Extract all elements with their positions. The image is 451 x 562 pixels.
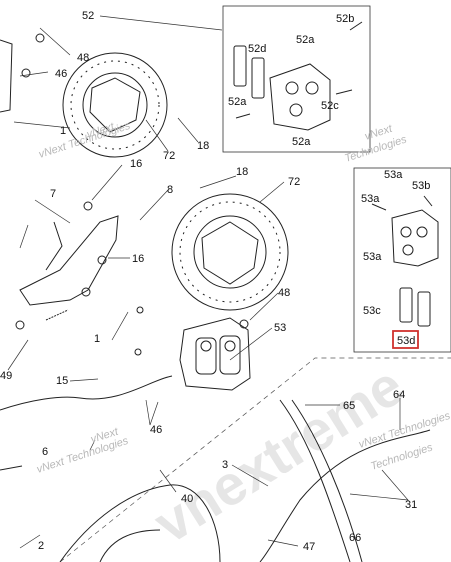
callout-3: 3 <box>222 459 228 471</box>
caliper-inset-53 <box>371 195 439 327</box>
callout-49: 49 <box>0 370 12 382</box>
callout-53a: 53a <box>361 193 380 205</box>
watermark-text: vNext Technologies <box>35 435 130 476</box>
inset-frame-53 <box>353 167 451 353</box>
callout-46: 46 <box>55 68 67 80</box>
brake-disc-mid <box>171 193 289 311</box>
watermark-text: Technologies <box>369 441 434 472</box>
callout-46: 46 <box>150 424 162 436</box>
brake-lines <box>0 375 431 562</box>
callout-52a: 52a <box>296 34 315 46</box>
callout-6: 6 <box>42 446 48 458</box>
highlight-box <box>392 330 419 349</box>
callout-18: 18 <box>197 140 209 152</box>
caliper-inset-52 <box>233 21 363 131</box>
callout-72: 72 <box>163 150 175 162</box>
callout-52a: 52a <box>228 96 247 108</box>
callout-31: 31 <box>405 499 417 511</box>
callout-52a: 52a <box>292 136 311 148</box>
callout-48: 48 <box>77 52 89 64</box>
callout-40: 40 <box>181 493 193 505</box>
callout-52c: 52c <box>321 100 339 112</box>
callout-53a: 53a <box>363 251 382 263</box>
callout-2: 2 <box>38 540 44 552</box>
callout-8: 8 <box>167 184 173 196</box>
callout-52b: 52b <box>336 13 354 25</box>
brake-caliper-mid <box>179 317 251 391</box>
callout-48: 48 <box>278 287 290 299</box>
callout-53c: 53c <box>363 305 381 317</box>
callout-53b: 53b <box>412 180 430 192</box>
callout-15: 15 <box>56 375 68 387</box>
callout-1: 1 <box>60 125 66 137</box>
callout-65: 65 <box>343 400 355 412</box>
leader-lines <box>7 15 409 549</box>
callout-7: 7 <box>50 188 56 200</box>
brake-disc-top <box>62 52 168 158</box>
callout-labels: 52 52b 52d 52a 52a 52c 52a 48 46 1 72 18… <box>0 10 430 553</box>
callout-16: 16 <box>132 253 144 265</box>
highlighted-callout-53d[interactable]: 53d <box>392 330 419 349</box>
callout-18: 18 <box>236 166 248 178</box>
callout-53d: 53d <box>397 335 415 347</box>
section-divider <box>59 357 451 562</box>
callout-52: 52 <box>82 10 94 22</box>
callout-72: 72 <box>288 176 300 188</box>
callout-1: 1 <box>94 333 100 345</box>
callout-64: 64 <box>393 389 405 401</box>
callout-47: 47 <box>303 541 315 553</box>
callout-53a: 53a <box>384 169 403 181</box>
brand-watermark: vnextreme <box>143 353 414 555</box>
callout-53: 53 <box>274 322 286 334</box>
bracket-assembly <box>0 33 249 356</box>
inset-frame-52 <box>222 5 371 153</box>
callout-52d: 52d <box>248 43 266 55</box>
callout-16: 16 <box>130 158 142 170</box>
callout-66: 66 <box>349 532 361 544</box>
